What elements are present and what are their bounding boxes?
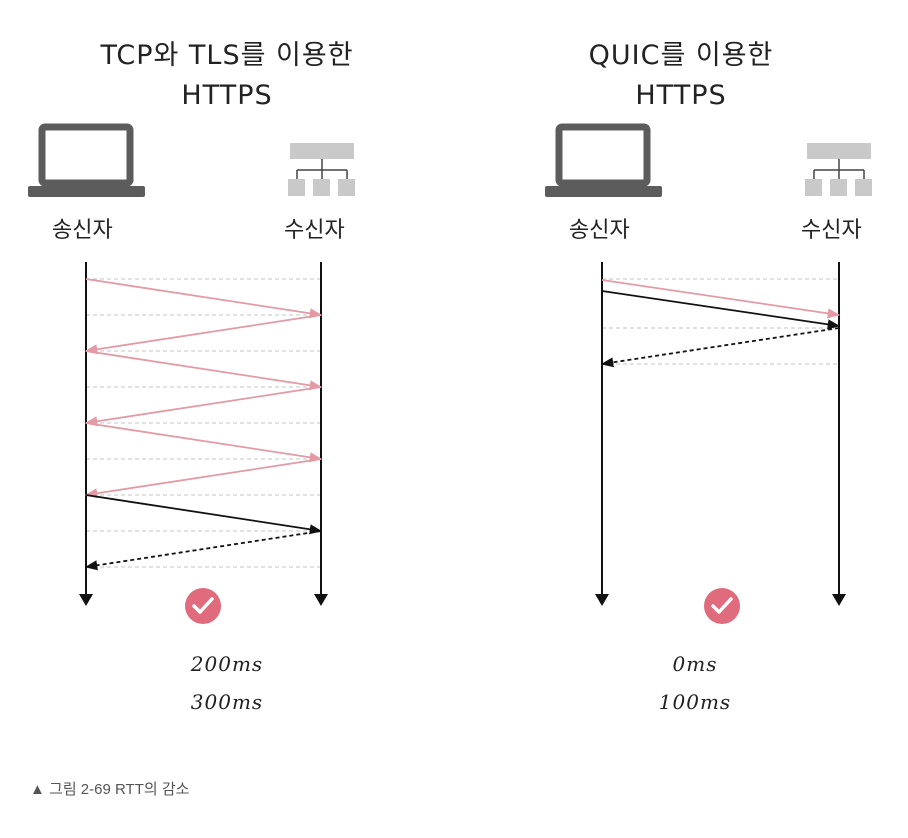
- laptop-icon: [545, 123, 662, 197]
- time-guides: [86, 278, 321, 568]
- handshake-arrow: [85, 350, 323, 391]
- tcp-tls-panel: TCP와 TLS를 이용한 HTTPS: [0, 0, 454, 760]
- quic-title-line2: HTTPS: [635, 80, 727, 111]
- tcp-tls-title-line1: TCP와 TLS를 이용한: [100, 40, 354, 71]
- receiver-label: 수신자: [801, 218, 862, 243]
- request-arrow: [601, 290, 841, 330]
- sender-timeline: [79, 262, 93, 606]
- timing-first: 200ms: [190, 652, 264, 676]
- handshake-arrow: [84, 386, 322, 427]
- response-arrow: [600, 327, 840, 368]
- timing-second: 300ms: [190, 690, 264, 714]
- request-arrow: [85, 494, 323, 535]
- quic-title-line1: QUIC를 이용한: [588, 40, 774, 71]
- response-arrow: [84, 530, 322, 571]
- tcp-tls-title-line2: HTTPS: [181, 80, 273, 111]
- quic-sequence-diagram: [545, 123, 872, 624]
- tcp-tls-title: TCP와 TLS를 이용한 HTTPS: [0, 36, 454, 116]
- handshake-arrow: [85, 278, 323, 319]
- check-icon: [185, 588, 221, 624]
- handshake-arrows: [84, 278, 323, 499]
- check-icon: [704, 588, 740, 624]
- time-guides: [602, 278, 839, 365]
- handshake-arrow: [85, 422, 323, 463]
- handshake-arrow: [601, 279, 841, 319]
- sender-label: 송신자: [52, 218, 113, 243]
- figure-caption: ▲ 그림 2-69 RTT의 감소: [30, 781, 190, 798]
- sender-label: 송신자: [569, 218, 630, 243]
- handshake-arrow: [84, 314, 322, 355]
- timing-first: 0ms: [672, 652, 718, 676]
- quic-panel: QUIC를 이용한 HTTPS: [454, 0, 908, 760]
- timing-second: 100ms: [658, 690, 732, 714]
- sender-timeline: [595, 262, 609, 606]
- server-icon: [288, 143, 355, 196]
- server-icon: [805, 143, 872, 196]
- handshake-arrow: [84, 458, 322, 499]
- receiver-label: 수신자: [284, 218, 345, 243]
- quic-title: QUIC를 이용한 HTTPS: [454, 36, 908, 116]
- tcp-tls-sequence-diagram: [28, 123, 355, 624]
- laptop-icon: [28, 123, 145, 197]
